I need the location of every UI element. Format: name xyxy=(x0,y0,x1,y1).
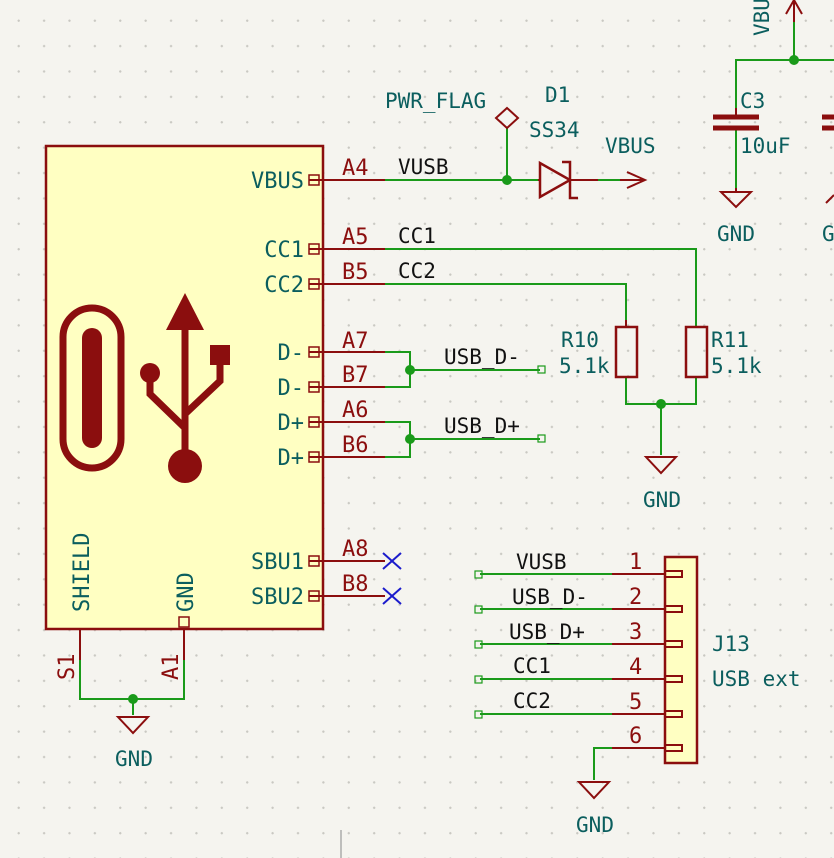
gnd-label-connector: GND xyxy=(115,747,153,771)
pin-num-b7: B7 xyxy=(342,363,369,388)
pin-num-a4: A4 xyxy=(342,156,369,181)
pin-name-shield: SHIELD xyxy=(70,533,95,612)
cap-ref: C3 xyxy=(740,89,765,113)
pin-num-s1: S1 xyxy=(55,654,80,681)
vbus-top-arrow[interactable]: VBU xyxy=(750,0,803,36)
capacitor-c3[interactable]: C3 10uF xyxy=(713,89,791,158)
pwr-flag-symbol[interactable]: PWR_FLAG xyxy=(385,89,520,130)
gnd-symbol-connector[interactable]: GND xyxy=(115,716,153,771)
vbus-power-arrow[interactable]: VBUS xyxy=(605,134,656,189)
pin-num-a1: A1 xyxy=(159,654,184,681)
connector-pin-stubs xyxy=(79,174,342,660)
pin-name-vbus: VBUS xyxy=(251,169,304,194)
pin-num-a6: A6 xyxy=(342,398,369,423)
r10-ref: R10 xyxy=(561,328,599,352)
header-net-2: USB_D- xyxy=(512,585,588,609)
pin-name-gnd: GND xyxy=(174,572,199,612)
gnd-label-header: GND xyxy=(576,813,614,837)
capacitor-partial xyxy=(822,114,834,204)
pin-name-dp1: D+ xyxy=(278,411,305,436)
header-pin-3: 3 xyxy=(629,620,642,645)
header-pin-6: 6 xyxy=(629,724,642,749)
header-value: USB ext xyxy=(712,667,801,691)
net-label-cc1: CC1 xyxy=(398,224,436,248)
r10-value: 5.1k xyxy=(559,354,610,378)
gnd-symbol-resistors[interactable]: GND xyxy=(643,456,681,512)
no-connect-markers xyxy=(382,552,402,605)
net-label-usb-dm: USB_D- xyxy=(444,345,520,369)
resistor-r10[interactable]: R10 5.1k xyxy=(559,320,639,379)
pin-num-b6: B6 xyxy=(342,433,369,458)
pin-num-b8: B8 xyxy=(342,572,369,597)
header-net-4: CC1 xyxy=(513,654,551,678)
net-label-vusb: VUSB xyxy=(398,155,449,179)
usb-symbol-icon xyxy=(140,293,230,483)
pin-name-sbu2: SBU2 xyxy=(251,585,304,610)
header-pin-2: 2 xyxy=(629,585,642,610)
header-pin-5: 5 xyxy=(629,690,642,715)
diode-value: SS34 xyxy=(529,118,580,142)
r11-value: 5.1k xyxy=(711,354,762,378)
gnd-label-cap: GND xyxy=(717,222,755,246)
gnd-symbol-cap[interactable]: GND xyxy=(717,188,755,246)
pin-name-sbu1: SBU1 xyxy=(251,550,304,575)
diode-ref: D1 xyxy=(545,83,570,107)
pin-name-dm2: D- xyxy=(278,376,305,401)
net-label-cc2: CC2 xyxy=(398,259,436,283)
resistor-r11[interactable]: R11 5.1k xyxy=(684,325,762,379)
header-j13[interactable]: J13 USB ext xyxy=(612,555,801,765)
gnd-symbol-header[interactable]: GND xyxy=(576,781,614,837)
header-pin-1: 1 xyxy=(629,550,642,575)
pin-name-dp2: D+ xyxy=(278,446,305,471)
usb-receptacle-icon xyxy=(59,304,125,472)
pin-num-a8: A8 xyxy=(342,537,369,562)
cap-value: 10uF xyxy=(740,134,791,158)
vbus-label: VBUS xyxy=(605,134,656,158)
r11-ref: R11 xyxy=(711,328,749,352)
pwr-flag-label: PWR_FLAG xyxy=(385,89,486,113)
gnd-label-partial: G xyxy=(822,222,834,246)
junction-dots xyxy=(128,55,799,704)
header-net-5: CC2 xyxy=(513,689,551,713)
pin-name-cc1: CC1 xyxy=(264,238,304,263)
pin-name-cc2: CC2 xyxy=(264,273,304,298)
net-label-usb-dp: USB_D+ xyxy=(444,414,520,438)
connector-pin-lines xyxy=(342,179,385,597)
gnd-label-resistors: GND xyxy=(643,488,681,512)
pin-num-b5: B5 xyxy=(342,260,369,285)
usb-c-connector[interactable] xyxy=(44,144,325,631)
diode-d1[interactable]: D1 SS34 xyxy=(529,83,620,200)
header-pin-4: 4 xyxy=(629,655,642,680)
header-ref: J13 xyxy=(712,632,750,656)
header-net-1: VUSB xyxy=(516,550,567,574)
pin-num-a7: A7 xyxy=(342,329,369,354)
pin-name-dm1: D- xyxy=(278,341,305,366)
header-net-3: USB_D+ xyxy=(509,620,585,644)
vbus-top-label: VBU xyxy=(750,0,774,36)
pin-num-a5: A5 xyxy=(342,225,369,250)
